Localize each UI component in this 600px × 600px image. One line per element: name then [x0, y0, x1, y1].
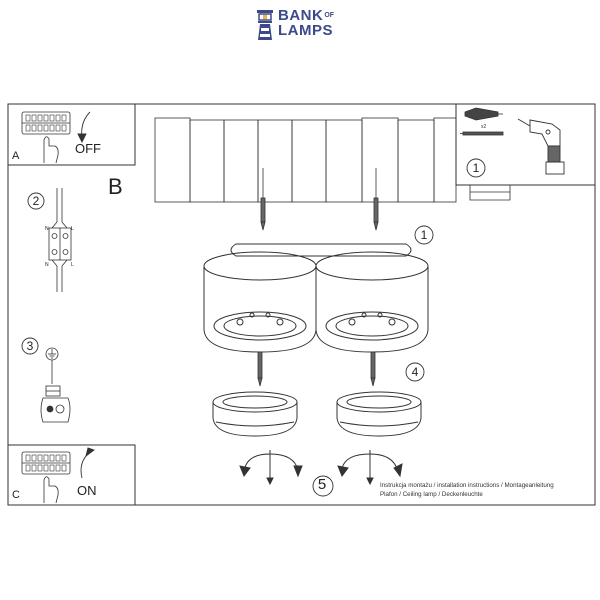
brand-of: OF — [324, 12, 335, 19]
caption-line1: Instrukcja montażu / installation instru… — [380, 482, 554, 489]
step-1-tools-number: 1 — [472, 161, 480, 175]
mounting-plate — [230, 243, 412, 257]
brand-line1: BANK — [278, 7, 324, 24]
quantity-label: x2 — [481, 124, 487, 130]
step-1-main-number: 1 — [420, 228, 428, 242]
step-3-number: 3 — [26, 339, 34, 353]
panel-b-label: B — [108, 174, 123, 199]
diffuser-right — [336, 391, 422, 437]
terminal-l-bottom: L — [71, 262, 74, 268]
ceiling-screw-left — [260, 168, 266, 231]
terminal-n-top: N — [45, 226, 49, 232]
ground-clamp-icon — [40, 385, 71, 423]
lamp-body — [203, 251, 429, 353]
ceiling-tiles — [154, 117, 511, 203]
step-3-circle — [21, 337, 39, 355]
brand-line2: LAMPS — [278, 22, 333, 39]
off-label: OFF — [75, 141, 101, 156]
ceiling-screw-right — [373, 168, 379, 231]
step-2-number: 2 — [32, 194, 40, 208]
panel-c-label: C — [12, 489, 20, 501]
step-1-tools-circle — [466, 158, 486, 178]
step-1-main-circle — [414, 225, 434, 245]
rotate-arrow-right-icon — [337, 450, 403, 486]
terminal-n-bottom: N — [45, 262, 49, 268]
on-label: ON — [77, 483, 97, 498]
panel-a-box — [7, 103, 136, 166]
step-5-number: 5 — [317, 476, 327, 493]
screw-icon — [460, 131, 504, 136]
step-2-circle — [27, 192, 45, 210]
brand-logo: BANKOF LAMPS — [248, 8, 358, 42]
drill-icon — [517, 118, 565, 175]
bulb-screw-right — [370, 351, 376, 387]
diffuser-left — [212, 391, 298, 437]
panel-c-box — [7, 444, 136, 506]
rotate-arrow-left-icon — [239, 450, 303, 486]
ground-symbol-icon — [45, 347, 59, 384]
terminal-l-top: L — [71, 226, 74, 232]
step-4-number: 4 — [411, 365, 419, 379]
caption-line2: Plafon / Ceiling lamp / Deckenleuchte — [380, 491, 483, 498]
switchboard-icon-off — [21, 111, 71, 164]
instructions-caption: Instrukcja montażu / installation instru… — [380, 481, 554, 499]
wall-plug-icon — [464, 107, 503, 121]
step-5-circle — [312, 475, 334, 497]
switchboard-icon-on — [21, 451, 71, 504]
step-4-circle — [405, 362, 425, 382]
outer-frame — [7, 103, 596, 506]
switch-on-arrow-icon — [80, 447, 95, 479]
switch-off-arrow-icon — [77, 111, 91, 144]
terminal-block-icon — [48, 188, 72, 292]
lighthouse-icon — [257, 10, 273, 40]
bulb-screw-left — [257, 351, 263, 387]
panel-a-label: A — [12, 150, 20, 162]
